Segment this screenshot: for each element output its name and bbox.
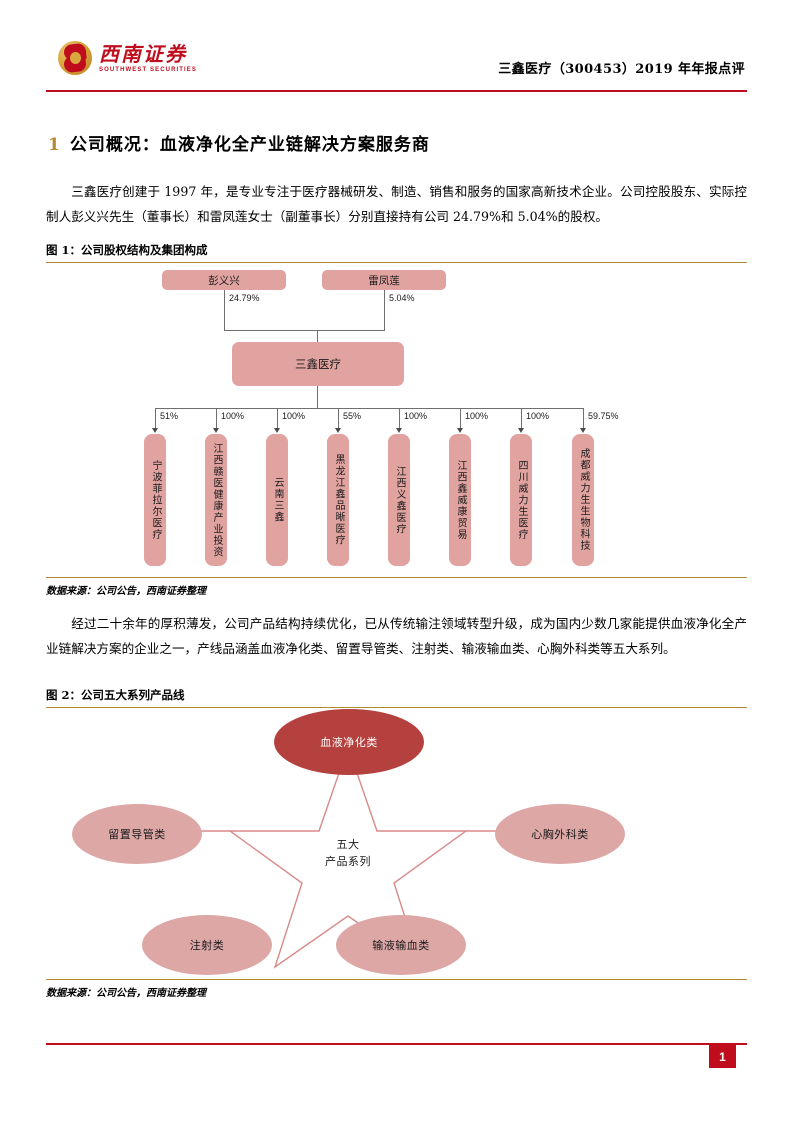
company-logo: 西南证券 SOUTHWEST SECURITIES	[58, 41, 197, 75]
southwest-securities-swirl-icon	[58, 41, 92, 75]
org-drop-1	[155, 408, 156, 430]
org-subsidiary-bus	[155, 408, 583, 409]
figure-1-org-chart: 彭义兴 雷凤莲 24.79% 5.04% 三鑫医疗 51% 100% 100% …	[46, 262, 747, 572]
org-subsidiary-pct-7: 100%	[526, 411, 550, 421]
org-arrow-1	[152, 428, 158, 433]
footer-divider	[46, 1043, 747, 1045]
org-subsidiary-pct-8: 59.75%	[588, 411, 619, 421]
org-subsidiary-pct-5: 100%	[404, 411, 428, 421]
org-drop-5	[399, 408, 400, 430]
body-paragraph-1: 三鑫医疗创建于 1997 年，是专业专注于医疗器械研发、制造、销售和服务的国家高…	[46, 184, 747, 224]
org-arrow-6	[457, 428, 463, 433]
org-connector-owner-1	[224, 290, 225, 330]
org-drop-2	[216, 408, 217, 430]
org-subsidiary-box-6: 江西鑫威康贸易	[449, 434, 471, 566]
org-subsidiary-pct-3: 100%	[282, 411, 306, 421]
report-header-title: 三鑫医疗（300453）2019 年年报点评	[498, 62, 745, 77]
star-center-label: 五大 产品系列	[288, 836, 408, 870]
org-arrow-7	[518, 428, 524, 433]
page-number-badge: 1	[709, 1045, 736, 1068]
org-subsidiary-pct-1: 51%	[160, 411, 179, 421]
figure-2-caption: 图 2：公司五大系列产品线	[46, 687, 747, 708]
org-arrow-5	[396, 428, 402, 433]
figure-2-source: 数据来源：公司公告，西南证券整理	[46, 979, 747, 999]
org-connector-owner-join	[224, 330, 385, 331]
page-header: 西南证券 SOUTHWEST SECURITIES 三鑫医疗（300453）20…	[0, 0, 793, 96]
star-center-line-1: 五大	[336, 838, 360, 851]
org-subsidiary-box-8: 成都威力生生物科技	[572, 434, 594, 566]
org-owner-pct-1: 24.79%	[229, 293, 260, 303]
org-subsidiary-pct-6: 100%	[465, 411, 489, 421]
org-arrow-8	[580, 428, 586, 433]
logo-english-name: SOUTHWEST SECURITIES	[99, 66, 198, 73]
org-subsidiary-box-2: 江西赣医健康产业投资	[205, 434, 227, 566]
header-divider	[46, 90, 747, 92]
org-drop-8	[583, 408, 584, 430]
org-owner-pct-2: 5.04%	[389, 293, 415, 303]
product-node-infusion-transfusion: 输液输血类	[336, 915, 466, 975]
org-drop-7	[521, 408, 522, 430]
product-node-blood-purification: 血液净化类	[274, 709, 424, 775]
org-drop-3	[277, 408, 278, 430]
org-subsidiary-box-7: 四川威力生医疗	[510, 434, 532, 566]
org-subsidiary-pct-4: 55%	[343, 411, 362, 421]
org-arrow-4	[335, 428, 341, 433]
org-company-stem	[317, 386, 318, 408]
org-connector-owner-2	[384, 290, 385, 330]
org-company-box: 三鑫医疗	[232, 342, 404, 386]
org-subsidiary-box-4: 黑龙江鑫品晰医疗	[327, 434, 349, 566]
org-owner-box-2: 雷凤莲	[322, 270, 446, 290]
product-node-indwelling-catheter: 留置导管类	[72, 804, 202, 864]
product-node-cardiothoracic-surgery: 心胸外科类	[495, 804, 625, 864]
org-connector-to-company	[317, 330, 318, 342]
org-drop-4	[338, 408, 339, 430]
figure-1-source: 数据来源：公司公告，西南证券整理	[46, 577, 747, 597]
logo-chinese-name: 西南证券	[99, 41, 187, 66]
body-paragraph-2: 经过二十余年的厚积薄发，公司产品结构持续优化，已从传统输注领域转型升级，成为国内…	[46, 616, 747, 656]
section-title-text: 公司概况：血液净化全产业链解决方案服务商	[69, 135, 430, 155]
org-owner-box-1: 彭义兴	[162, 270, 286, 290]
org-arrow-2	[213, 428, 219, 433]
org-subsidiary-box-5: 江西义鑫医疗	[388, 434, 410, 566]
org-subsidiary-box-3: 云南三鑫	[266, 434, 288, 566]
org-subsidiary-pct-2: 100%	[221, 411, 245, 421]
product-node-injection: 注射类	[142, 915, 272, 975]
org-arrow-3	[274, 428, 280, 433]
org-drop-6	[460, 408, 461, 430]
star-center-line-2: 产品系列	[325, 855, 371, 868]
figure-2-star-diagram: 血液净化类 留置导管类 心胸外科类 注射类 输液输血类 五大 产品系列	[46, 707, 747, 975]
org-subsidiary-box-1: 宁波菲拉尔医疗	[144, 434, 166, 566]
section-heading: 1 公司概况：血液净化全产业链解决方案服务商	[48, 130, 430, 155]
section-number: 1	[48, 135, 61, 155]
figure-1-caption: 图 1：公司股权结构及集团构成	[46, 242, 747, 263]
